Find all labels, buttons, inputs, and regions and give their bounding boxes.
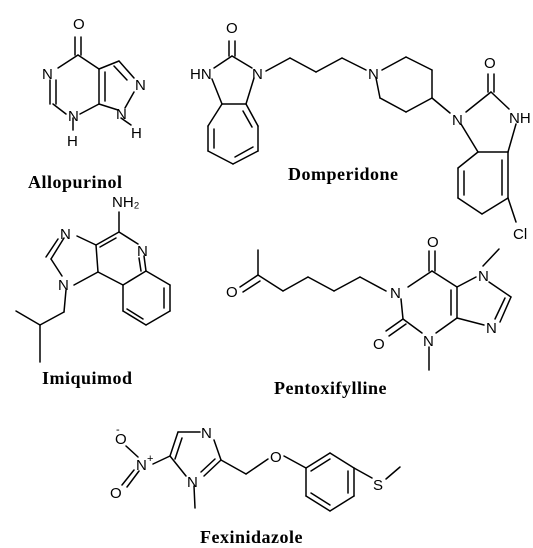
fexinidazole-charge-plus: + <box>147 453 153 465</box>
imiquimod-structure: NH₂ N N N Imiquimod <box>15 194 171 388</box>
imiquimod-atom-nh2: NH₂ <box>112 194 140 211</box>
fexinidazole-charge-minus: - <box>116 424 120 436</box>
fexinidazole-structure: O - N + O N N O S Fexinidazole <box>110 424 401 547</box>
fexinidazole-atom-o-nitro: O <box>110 485 122 502</box>
pentoxifylline-atom-n7: N <box>478 268 489 285</box>
domperidone-atom-n-left: N <box>252 66 263 83</box>
domperidone-structure: O HN N N N O NH Cl Domperidone <box>190 20 531 243</box>
pentoxifylline-atom-n9: N <box>486 320 497 337</box>
domperidone-atom-o-right: O <box>484 55 496 72</box>
imiquimod-atom-n-imidazole-top: N <box>60 226 71 243</box>
allopurinol-name: Allopurinol <box>28 172 123 192</box>
imiquimod-bonds <box>15 211 171 363</box>
imiquimod-name: Imiquimod <box>42 368 133 388</box>
fexinidazole-atom-o-anion: O <box>115 431 127 448</box>
allopurinol-atom-n-pyrazole-top: N <box>135 77 146 94</box>
allopurinol-atom-n1: N <box>68 108 79 125</box>
imiquimod-atom-n-pyridine: N <box>137 243 148 260</box>
pentoxifylline-atom-o-ketone: O <box>226 284 238 301</box>
allopurinol-atom-o: O <box>73 16 85 33</box>
pentoxifylline-structure: O O N N O N N Pentoxifylline <box>226 234 512 398</box>
domperidone-atom-n-piperidine: N <box>368 66 379 83</box>
allopurinol-atom-h2: H <box>131 125 142 142</box>
fexinidazole-atom-s: S <box>373 477 383 494</box>
fexinidazole-atom-o-ether: O <box>270 449 282 466</box>
pentoxifylline-atom-n1: N <box>390 285 401 302</box>
domperidone-name: Domperidone <box>288 164 399 184</box>
fexinidazole-atom-n-ring-bottom: N <box>187 474 198 491</box>
pentoxifylline-atom-o-bottom: O <box>373 336 385 353</box>
domperidone-bonds <box>207 40 517 223</box>
allopurinol-structure: O N N N N H H Allopurinol <box>28 16 146 192</box>
fexinidazole-name: Fexinidazole <box>200 527 303 547</box>
imiquimod-atom-n-imidazole-bottom: N <box>58 277 69 294</box>
pentoxifylline-name: Pentoxifylline <box>274 378 387 398</box>
domperidone-atom-hn-left: HN <box>190 66 212 83</box>
allopurinol-atom-n3: N <box>42 66 53 83</box>
domperidone-atom-n-right: N <box>452 112 463 129</box>
allopurinol-atom-n-pyrazole-bottom: N <box>116 106 127 123</box>
pentoxifylline-atom-n3: N <box>423 333 434 350</box>
allopurinol-bonds <box>49 36 135 131</box>
fexinidazole-atom-n-nitro: N <box>136 457 147 474</box>
fexinidazole-bonds <box>121 431 401 512</box>
pentoxifylline-atom-o-top: O <box>427 234 439 251</box>
allopurinol-atom-h1: H <box>67 133 78 150</box>
domperidone-atom-nh-right: NH <box>509 110 531 127</box>
domperidone-atom-cl: Cl <box>513 226 527 243</box>
fexinidazole-atom-n-ring-top: N <box>201 425 212 442</box>
pentoxifylline-bonds <box>239 248 512 371</box>
domperidone-atom-o-left: O <box>226 20 238 37</box>
